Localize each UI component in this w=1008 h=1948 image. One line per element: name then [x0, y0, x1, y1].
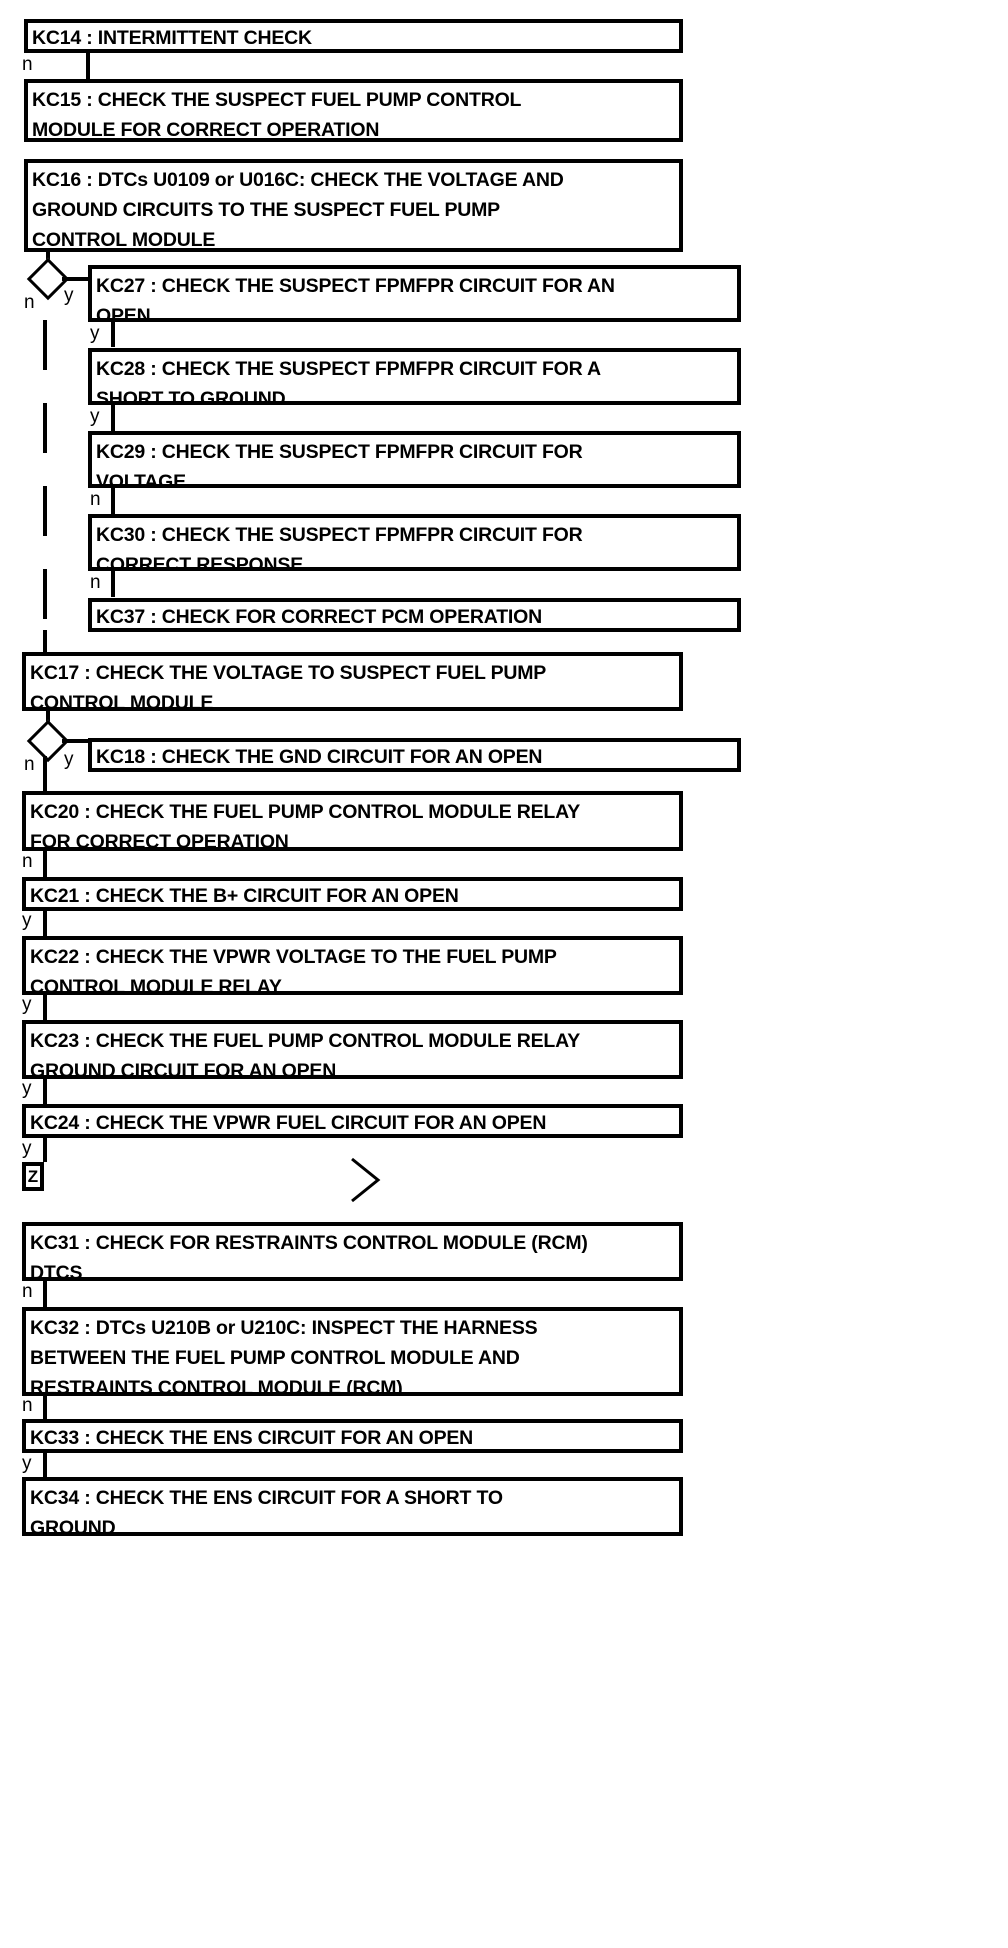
flow-node-kc15[interactable]: KC15 : CHECK THE SUSPECT FUEL PUMP CONTR… — [24, 79, 683, 142]
flow-node-kc18[interactable]: KC18 : CHECK THE GND CIRCUIT FOR AN OPEN — [88, 738, 741, 772]
flow-node-kc28[interactable]: KC28 : CHECK THE SUSPECT FPMFPR CIRCUIT … — [88, 348, 741, 405]
flow-node-kc20[interactable]: KC20 : CHECK THE FUEL PUMP CONTROL MODUL… — [22, 791, 683, 851]
edge-kc33-kc34 — [43, 1453, 47, 1477]
edge-label-kc31-kc32: n — [22, 1281, 33, 1302]
edge-kc29-kc30 — [111, 488, 115, 514]
flow-node-kc31[interactable]: KC31 : CHECK FOR RESTRAINTS CONTROL MODU… — [22, 1222, 683, 1281]
offpage-connector-z[interactable]: Z — [22, 1162, 44, 1191]
edge-decision2-kc18 — [62, 739, 92, 743]
edge-decision2-kc20 — [43, 756, 47, 791]
edge-decision1-kc17-seg5 — [43, 630, 47, 652]
edge-kc14-kc15 — [86, 53, 90, 79]
edge-label-kc24-ztag: y — [22, 1138, 32, 1159]
flow-node-kc32[interactable]: KC32 : DTCs U210B or U210C: INSPECT THE … — [22, 1307, 683, 1396]
flow-node-kc30[interactable]: KC30 : CHECK THE SUSPECT FPMFPR CIRCUIT … — [88, 514, 741, 571]
flow-node-kc37[interactable]: KC37 : CHECK FOR CORRECT PCM OPERATION — [88, 598, 741, 632]
flow-node-kc23[interactable]: KC23 : CHECK THE FUEL PUMP CONTROL MODUL… — [22, 1020, 683, 1079]
edge-label-decision1-yes: y — [64, 285, 74, 306]
edge-kc32-kc33 — [43, 1396, 47, 1419]
edge-kc21-kc22 — [43, 911, 47, 936]
edge-decision1-kc27 — [62, 277, 112, 281]
edge-kc28-kc29 — [111, 405, 115, 431]
edge-kc27-kc28 — [111, 322, 115, 347]
edge-kc23-kc24 — [43, 1079, 47, 1104]
flow-node-kc29[interactable]: KC29 : CHECK THE SUSPECT FPMFPR CIRCUIT … — [88, 431, 741, 488]
edge-label-decision2-no: n — [24, 754, 35, 775]
edge-decision1-kc17-seg1 — [43, 320, 47, 370]
edge-label-kc20-kc21: n — [22, 851, 33, 872]
edge-label-kc30-kc37: n — [90, 572, 101, 593]
chevron-right-icon — [348, 1155, 384, 1205]
edge-label-decision1-no: n — [24, 292, 35, 313]
flow-node-kc24[interactable]: KC24 : CHECK THE VPWR FUEL CIRCUIT FOR A… — [22, 1104, 683, 1138]
edge-label-kc14-kc15: n — [22, 54, 33, 75]
edge-label-kc29-kc30: n — [90, 489, 101, 510]
edge-label-kc23-kc24: y — [22, 1078, 32, 1099]
flow-node-kc34[interactable]: KC34 : CHECK THE ENS CIRCUIT FOR A SHORT… — [22, 1477, 683, 1536]
edge-label-kc27-kc28: y — [90, 323, 100, 344]
edge-kc31-kc32 — [43, 1281, 47, 1307]
flow-node-kc16[interactable]: KC16 : DTCs U0109 or U016C: CHECK THE VO… — [24, 159, 683, 252]
edge-kc24-ztag — [43, 1138, 47, 1162]
edge-decision1-kc17-seg4 — [43, 569, 47, 619]
edge-label-kc32-kc33: n — [22, 1395, 33, 1416]
edge-label-decision2-yes: y — [64, 749, 74, 770]
edge-decision1-kc17-seg3 — [43, 486, 47, 536]
edge-label-kc22-kc23: y — [22, 994, 32, 1015]
edge-label-kc21-kc22: y — [22, 910, 32, 931]
flow-node-kc33[interactable]: KC33 : CHECK THE ENS CIRCUIT FOR AN OPEN — [22, 1419, 683, 1453]
edge-kc22-kc23 — [43, 995, 47, 1020]
edge-label-kc33-kc34: y — [22, 1453, 32, 1474]
edge-decision1-kc17-seg2 — [43, 403, 47, 453]
flow-node-kc27[interactable]: KC27 : CHECK THE SUSPECT FPMFPR CIRCUIT … — [88, 265, 741, 322]
edge-label-kc28-kc29: y — [90, 406, 100, 427]
flow-node-kc21[interactable]: KC21 : CHECK THE B+ CIRCUIT FOR AN OPEN — [22, 877, 683, 911]
edge-kc20-kc21 — [43, 851, 47, 877]
flow-node-kc22[interactable]: KC22 : CHECK THE VPWR VOLTAGE TO THE FUE… — [22, 936, 683, 995]
flow-node-kc17[interactable]: KC17 : CHECK THE VOLTAGE TO SUSPECT FUEL… — [22, 652, 683, 711]
flow-node-kc14[interactable]: KC14 : INTERMITTENT CHECK — [24, 19, 683, 53]
edge-kc30-kc37 — [111, 571, 115, 597]
